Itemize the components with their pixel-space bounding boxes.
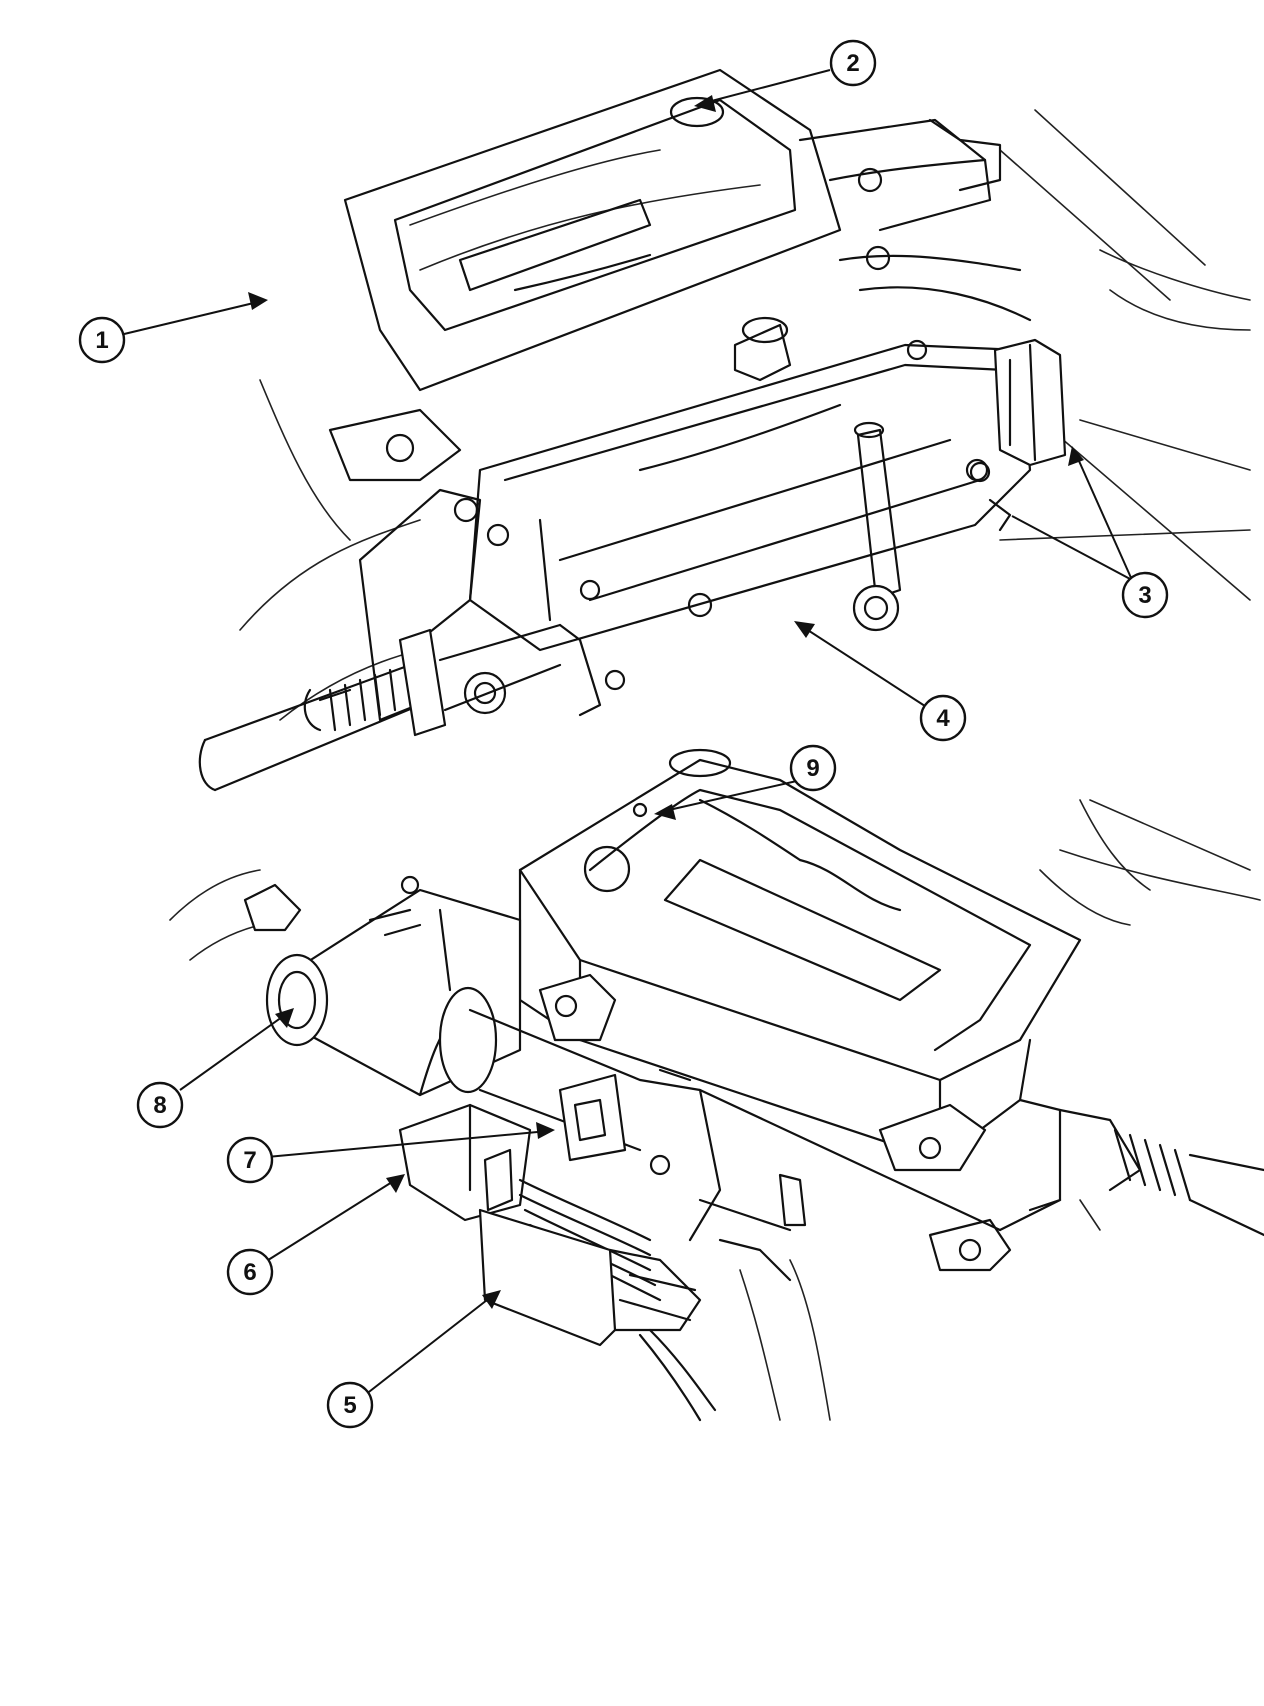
shifter-cover [343,68,842,392]
lower-assembly-view [169,748,1264,1422]
callout-5-label: 5 [343,1392,356,1419]
callout-1: 1 [78,316,126,364]
switch [558,1073,627,1162]
callout-4: 4 [919,694,967,742]
callout-4-label: 4 [936,705,950,732]
callout-1-label: 1 [95,327,108,354]
callout-9-label: 9 [806,755,819,782]
callout-6-label: 6 [243,1259,256,1286]
upper-assembly-view [198,68,1251,792]
callout-7-label: 7 [243,1147,256,1174]
actuator-body [468,343,1032,652]
callout-5: 5 [326,1381,374,1429]
callout-8: 8 [136,1081,184,1129]
callout-8-label: 8 [153,1092,166,1119]
leaders [119,69,1133,1396]
connector-5 [478,1208,617,1347]
callout-3: 3 [1121,571,1169,619]
callout-3-label: 3 [1138,582,1151,609]
mounting-frame [358,488,482,722]
callout-2: 2 [829,39,877,87]
upper-connector [993,338,1067,467]
callout-9: 9 [789,744,837,792]
callout-2-label: 2 [846,50,859,77]
callout-7: 7 [226,1136,274,1184]
callout-6: 6 [226,1248,274,1296]
lower-shifter-cover [518,758,1082,1082]
lower-cable [1058,1108,1142,1192]
